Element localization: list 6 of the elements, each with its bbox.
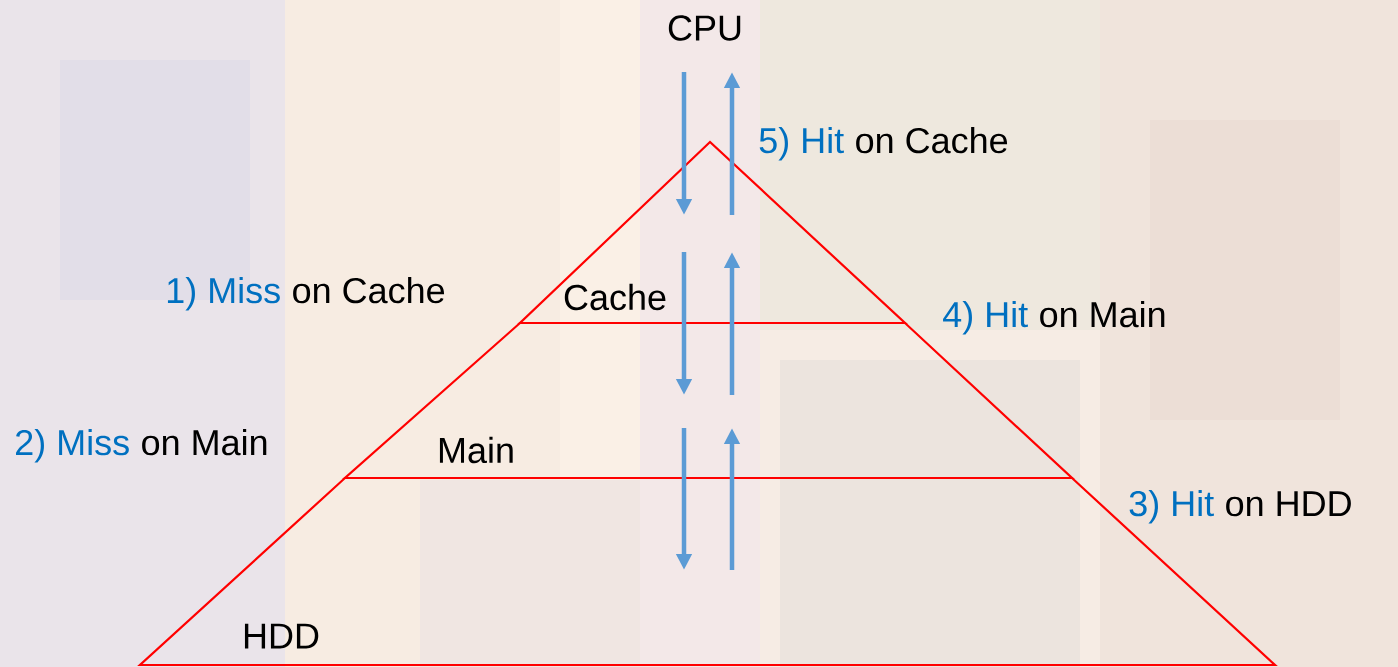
step-label: on Cache: [293, 276, 445, 304]
step-label: 2) Miss: [16, 428, 129, 463]
step-label: on Main: [142, 428, 267, 456]
step-label: 1) Miss: [167, 276, 280, 311]
cpu-label: CPU: [668, 15, 741, 41]
step-label: 3) Hit: [1129, 489, 1214, 524]
